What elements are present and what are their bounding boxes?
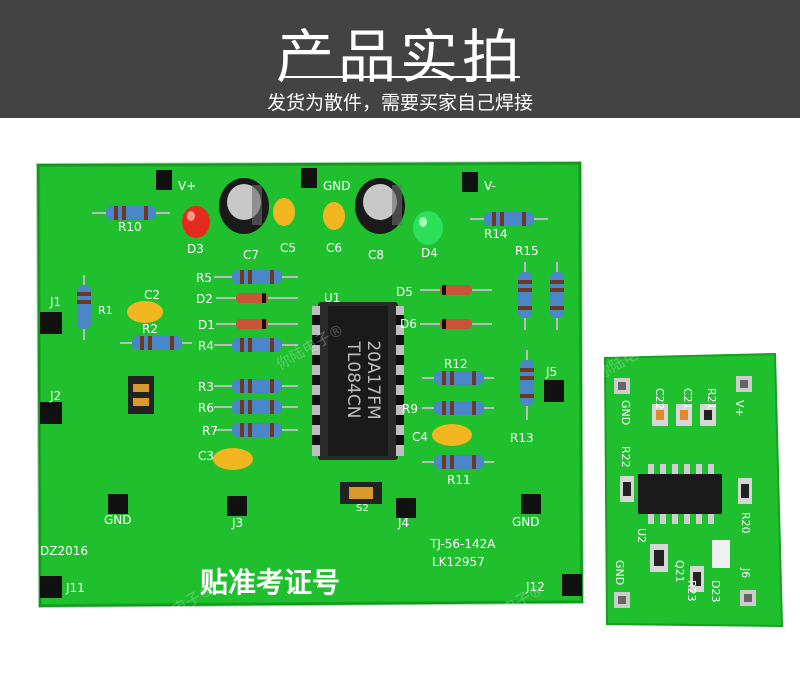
electrolytic-capacitor-c7 xyxy=(219,178,269,234)
label-d1: D1 xyxy=(198,318,215,332)
label-r2: R2 xyxy=(142,322,158,336)
label-r11: R11 xyxy=(447,473,471,487)
jumper-header-left xyxy=(128,376,154,414)
label-d5: D5 xyxy=(396,285,413,299)
ic-u1-chip: 20A17FM TL084CN xyxy=(312,302,404,460)
diodes xyxy=(216,285,492,329)
label-u1: U1 xyxy=(324,291,340,305)
led-d3-red xyxy=(182,206,210,238)
main-pcb-board: 20A17FM TL084CN xyxy=(35,160,585,609)
label-s2: S2 xyxy=(356,503,369,514)
resistors-vertical xyxy=(77,262,564,420)
label-r21: R21 xyxy=(705,388,718,410)
label-d2: D2 xyxy=(196,292,213,306)
label-vplus-small: V+ xyxy=(733,400,746,417)
small-ic-u2 xyxy=(638,464,722,524)
label-r10: R10 xyxy=(118,220,142,234)
silkscreen-labels: V+ GND V- R10 R14 R15 R1 D3 C7 C5 C6 C8 … xyxy=(40,179,557,599)
label-r4: R4 xyxy=(198,339,214,353)
small-pcb-board: C22 C21 R21 GND V+ R22 R20 U2 GND Q21 R2… xyxy=(603,352,784,628)
led-d4-green xyxy=(413,211,443,245)
label-r12: R12 xyxy=(444,357,468,371)
page-subtitle: 发货为散件，需要买家自己焊接 xyxy=(266,92,533,114)
label-gnd-left: GND xyxy=(104,513,132,527)
label-j1: J1 xyxy=(49,295,61,309)
label-c22: C22 xyxy=(653,388,666,410)
label-r3: R3 xyxy=(198,380,214,394)
label-r5: R5 xyxy=(196,271,212,285)
label-r7: R7 xyxy=(202,424,218,438)
label-j5: J5 xyxy=(545,365,557,379)
label-exam-id: 贴准考证号 xyxy=(200,566,340,599)
header-banner: 产品实拍 发货为散件，需要买家自己焊接 xyxy=(0,0,800,118)
label-c6: C6 xyxy=(326,241,342,255)
label-c7: C7 xyxy=(243,248,259,262)
label-model-1: TJ-56-142A xyxy=(429,537,496,551)
ic-marking-2: TL084CN xyxy=(343,341,363,419)
ic-marking-1: 20A17FM xyxy=(363,340,383,419)
label-d23: D23 xyxy=(709,580,722,602)
page-title: 产品实拍 xyxy=(275,23,524,91)
label-gnd-small-1: GND xyxy=(619,400,632,425)
label-r14: R14 xyxy=(484,227,508,241)
label-c21: C21 xyxy=(681,388,694,410)
label-c4: C4 xyxy=(412,430,428,444)
label-r15: R15 xyxy=(515,244,539,258)
label-model-2: LK12957 xyxy=(432,555,485,569)
label-r13: R13 xyxy=(510,431,534,445)
label-c2: C2 xyxy=(144,288,160,302)
label-r20: R20 xyxy=(739,512,752,534)
label-j6: J6 xyxy=(739,567,752,578)
label-d3: D3 xyxy=(187,242,204,256)
label-c3: C3 xyxy=(198,449,214,463)
label-r23: R23 xyxy=(685,580,698,602)
label-gnd-right: GND xyxy=(512,515,540,529)
label-r6: R6 xyxy=(198,401,214,415)
label-j12: J12 xyxy=(525,580,545,594)
smd-components xyxy=(620,404,752,592)
label-r9: R9 xyxy=(402,402,418,416)
label-q21: Q21 xyxy=(673,560,686,583)
label-j3: J3 xyxy=(231,516,243,530)
label-vplus: V+ xyxy=(178,179,196,193)
label-vminus: V- xyxy=(484,179,496,193)
resistors-horizontal xyxy=(92,206,548,469)
label-gnd-top: GND xyxy=(323,179,351,193)
label-dz2016: DZ2016 xyxy=(40,544,88,558)
label-d4: D4 xyxy=(421,246,438,260)
label-u2: U2 xyxy=(635,528,648,543)
label-j4: J4 xyxy=(397,516,409,530)
label-gnd-small-2: GND xyxy=(613,560,626,585)
label-j11: J11 xyxy=(65,581,85,595)
label-c5: C5 xyxy=(280,241,296,255)
label-d6: D6 xyxy=(400,317,417,331)
label-r1: R1 xyxy=(98,304,113,317)
label-r22: R22 xyxy=(619,446,632,468)
test-pins xyxy=(40,168,582,598)
small-board-pads xyxy=(614,376,756,608)
small-board-labels: C22 C21 R21 GND V+ R22 R20 U2 GND Q21 R2… xyxy=(613,388,752,602)
label-j2: J2 xyxy=(49,389,61,403)
label-c8: C8 xyxy=(368,248,384,262)
title-divider xyxy=(280,76,520,78)
ceramic-capacitors xyxy=(127,198,472,470)
electrolytic-capacitor-c8 xyxy=(355,178,405,234)
jumper-s2 xyxy=(340,482,382,504)
